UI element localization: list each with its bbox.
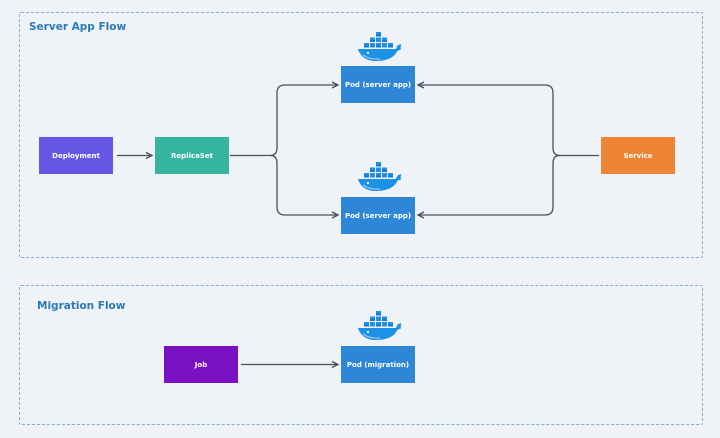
server-app-flow-title: Server App Flow (29, 21, 127, 33)
service-node[interactable]: Service (601, 137, 675, 174)
deployment-node[interactable]: Deployment (39, 137, 113, 174)
replicaset-node[interactable]: ReplicaSet (155, 137, 229, 174)
edge-service-to-pod-1 (418, 85, 561, 157)
pod-server-app-node[interactable]: Pod (server app) (341, 197, 415, 234)
pod-migration-node[interactable]: Pod (migration) (341, 346, 415, 383)
edge-replicaset-to-pod-2 (269, 154, 338, 216)
pod-server-app-node[interactable]: Pod (server app) (341, 66, 415, 103)
migration-flow-panel (19, 285, 703, 425)
docker-whale-icon (355, 160, 403, 192)
migration-flow-title: Migration Flow (37, 300, 126, 312)
docker-whale-icon (355, 309, 403, 341)
job-node[interactable]: Job (164, 346, 238, 383)
server-app-flow-panel (19, 12, 703, 258)
edge-service-to-pod-2 (418, 154, 561, 216)
edge-replicaset-to-pod-1 (269, 85, 338, 157)
docker-whale-icon (355, 30, 403, 62)
